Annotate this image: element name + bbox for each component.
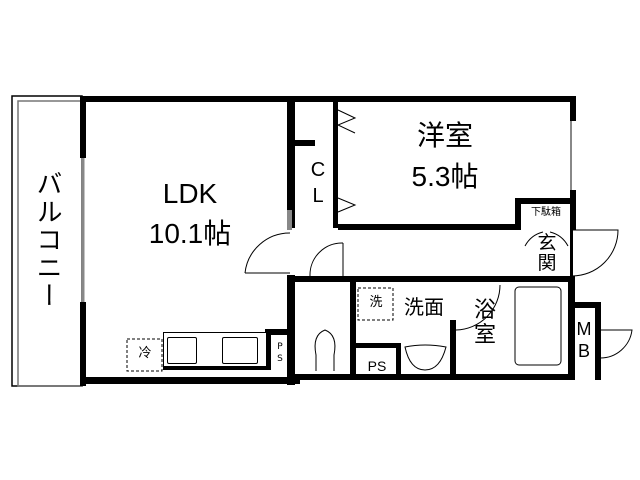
wall-ps-top	[356, 343, 401, 348]
wall-kitchen-ps	[265, 329, 290, 335]
closet-label-l: L	[312, 185, 324, 207]
wall-top-ldk	[80, 96, 295, 102]
hall-window-gray	[287, 210, 292, 230]
wall-shoe-box-left	[515, 198, 521, 230]
wall-counter-bottom	[163, 365, 271, 370]
wall-left-ldk	[80, 96, 86, 158]
bathroom-label-2: 室	[473, 323, 496, 348]
wall-wash-right	[450, 320, 456, 380]
wall-left-ldk-lower	[80, 302, 86, 386]
western-room-size: 5.3帖	[411, 161, 479, 192]
wall-ps-right	[396, 343, 401, 380]
washer-label: 洗	[369, 295, 383, 310]
entrance-label-1: 玄	[537, 232, 557, 254]
kitchen-stove	[222, 337, 258, 364]
wall-toilet-right	[350, 276, 356, 380]
wall-closet-top	[295, 140, 315, 146]
western-room-name: 洋室	[416, 120, 473, 151]
entrance-label-2: 関	[537, 252, 557, 274]
ldk-name: LDK	[162, 178, 218, 209]
meter-box-label-m: M	[576, 319, 592, 339]
wall-shoe-box	[515, 198, 575, 204]
wall-right	[570, 96, 576, 121]
ldk-size: 10.1帖	[148, 218, 232, 249]
balcony-label: バルコニー	[32, 170, 62, 310]
washroom-label: 洗面	[404, 295, 444, 319]
ps-kitchen-label-s: S	[277, 354, 283, 364]
wall-top-western	[290, 96, 576, 102]
wall-western-bottom	[338, 224, 518, 230]
wall-bath-right	[568, 276, 575, 380]
wall-kitchen-ps-left	[265, 329, 271, 369]
kitchen-sink	[167, 337, 197, 364]
ps-bath-label: PS	[367, 358, 387, 374]
bathroom-label-1: 浴	[473, 298, 496, 323]
ps-kitchen-label-p: P	[277, 342, 283, 352]
wall-right-2	[570, 190, 576, 230]
wall-wet-bottom	[295, 374, 575, 380]
closet-label-c: C	[310, 159, 326, 181]
wall-hall-bottom	[295, 276, 575, 282]
wall-ldk-right-lower	[287, 275, 295, 385]
wall-mb	[568, 302, 600, 308]
wall-bottom-ldk	[80, 377, 300, 384]
meter-box-label-b: B	[577, 341, 590, 361]
wall-ldk-right	[287, 96, 295, 228]
wall-closet-right	[333, 96, 338, 228]
fridge-label: 冷	[138, 346, 152, 361]
shoe-cabinet-label: 下駄箱	[531, 207, 561, 218]
wall-mb-right	[595, 302, 601, 380]
wall-entrance-right	[570, 228, 573, 276]
